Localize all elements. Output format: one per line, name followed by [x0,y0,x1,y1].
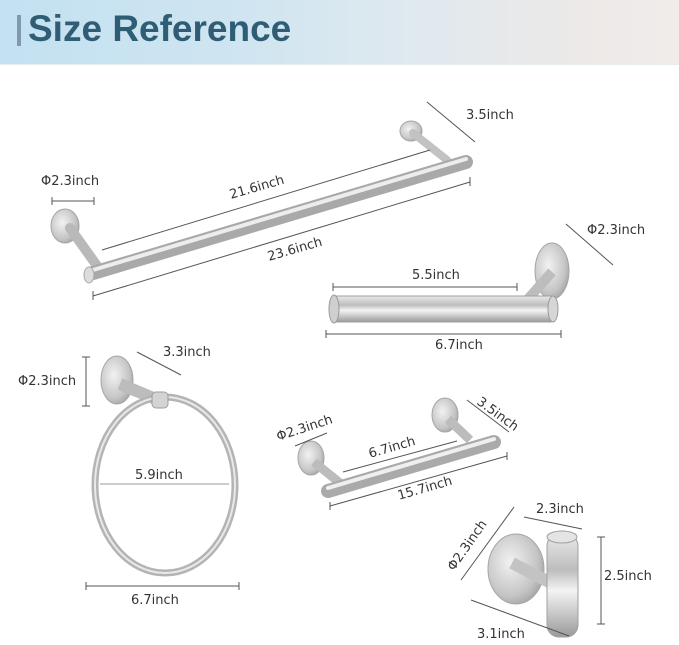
header-accent-bar [17,15,21,46]
robe-hook-illustration [487,530,579,638]
towel-ring-illustration [91,355,239,577]
robe-hook-dimension-lines [460,506,605,637]
towel-ring-base-diameter-label: Φ2.3inch [18,374,77,389]
tp-holder-inner-length-label: 5.5inch [412,268,460,283]
robe-hook-depth-label: 3.1inch [477,627,525,642]
towel-bar-illustration [50,120,473,284]
towel-bar-dimension-lines [51,101,476,300]
toilet-paper-holder-dimension-lines [325,223,614,338]
header-banner: Size Reference [0,0,679,64]
toilet-paper-holder-illustration [328,242,570,324]
robe-hook-height-label: 2.5inch [604,569,652,584]
towel-ring-total-width-label: 6.7inch [131,593,179,608]
header-divider [0,64,679,65]
hand-towel-bar-dimension-lines [294,399,510,510]
tp-holder-base-diameter-label: Φ2.3inch [587,223,646,238]
page-title: Size Reference [28,8,292,49]
towel-ring-dimension-lines [82,351,240,590]
robe-hook-projection-label: 2.3inch [536,502,584,517]
towel-ring-inner-diameter-label: 5.9inch [135,468,183,483]
tp-holder-total-length-label: 6.7inch [435,338,483,353]
hand-towel-bar-illustration [297,397,501,498]
towel-bar-projection-label: 3.5inch [466,108,514,123]
towel-ring-projection-label: 3.3inch [163,345,211,360]
towel-bar-base-diameter-label: Φ2.3inch [41,174,100,189]
